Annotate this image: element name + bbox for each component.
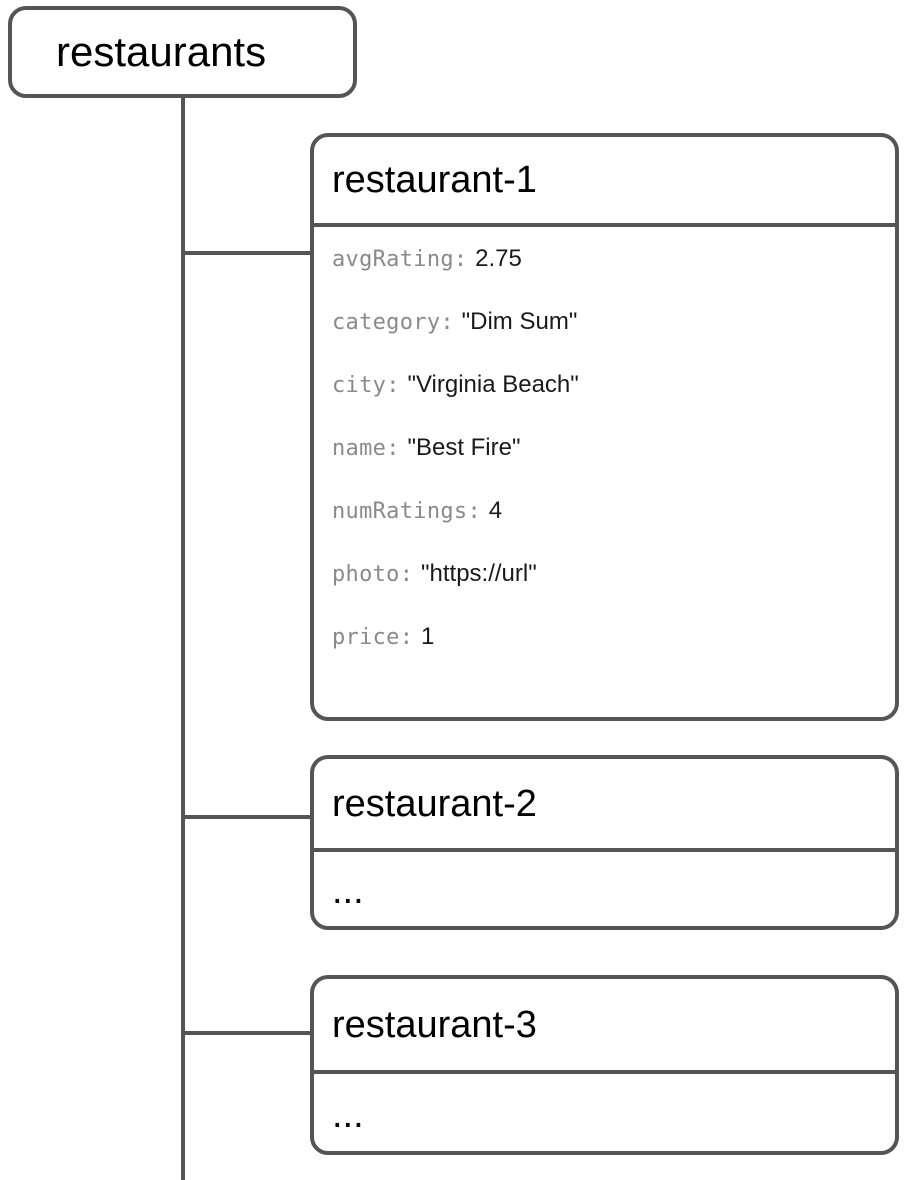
field-value: "https://url": [420, 560, 537, 587]
field-separator: :: [386, 373, 400, 398]
document-card-restaurant-3[interactable]: restaurant-3 ...: [310, 975, 899, 1155]
field-separator: :: [399, 625, 413, 650]
document-id-label: restaurant-1: [332, 159, 537, 201]
field-separator: :: [386, 436, 400, 461]
ellipsis-label: ...: [332, 870, 364, 912]
collection-node-restaurants[interactable]: restaurants: [8, 6, 357, 98]
field-value: 1: [420, 623, 435, 650]
branch-line-restaurant-3: [181, 1031, 312, 1035]
field-value: 4: [488, 497, 503, 524]
field-row: category : "Dim Sum": [332, 308, 895, 371]
field-key: category: [332, 310, 441, 335]
document-id-label: restaurant-2: [332, 782, 537, 825]
field-value: "Dim Sum": [461, 308, 578, 335]
ellipsis-label: ...: [332, 1093, 364, 1136]
field-key: name: [332, 436, 387, 461]
field-row: photo : "https://url": [332, 560, 895, 623]
field-value: "Best Fire": [407, 434, 521, 461]
field-key: photo: [332, 562, 400, 587]
field-value: "Virginia Beach": [407, 371, 579, 398]
field-row: city : "Virginia Beach": [332, 371, 895, 434]
branch-line-restaurant-2: [181, 815, 312, 819]
document-card-header: restaurant-2: [314, 759, 895, 852]
field-separator: :: [453, 247, 468, 272]
field-key: price: [332, 625, 400, 650]
document-field-list: avgRating : 2.75 category : "Dim Sum" ci…: [314, 227, 895, 717]
field-separator: :: [440, 310, 454, 335]
document-card-header: restaurant-1: [314, 137, 895, 227]
field-row: price : 1: [332, 623, 895, 686]
field-value: 2.75: [475, 245, 522, 272]
field-row: name : "Best Fire": [332, 434, 895, 497]
collection-label: restaurants: [56, 28, 267, 75]
document-id-label: restaurant-3: [332, 1003, 537, 1046]
document-card-restaurant-2[interactable]: restaurant-2 ...: [310, 755, 899, 930]
field-key: numRatings: [332, 499, 468, 524]
branch-line-restaurant-1: [181, 251, 312, 255]
field-row: numRatings : 4: [332, 497, 895, 560]
field-key: avgRating: [332, 247, 454, 272]
field-row: avgRating : 2.75: [332, 245, 895, 308]
document-collapsed-body: ...: [314, 1074, 895, 1151]
document-card-header: restaurant-3: [314, 979, 895, 1074]
field-key: city: [332, 373, 387, 398]
document-collapsed-body: ...: [314, 852, 895, 926]
field-separator: :: [467, 499, 481, 524]
document-card-restaurant-1[interactable]: restaurant-1 avgRating : 2.75 category :…: [310, 133, 899, 721]
trunk-line: [181, 98, 185, 1180]
field-separator: :: [399, 562, 413, 587]
